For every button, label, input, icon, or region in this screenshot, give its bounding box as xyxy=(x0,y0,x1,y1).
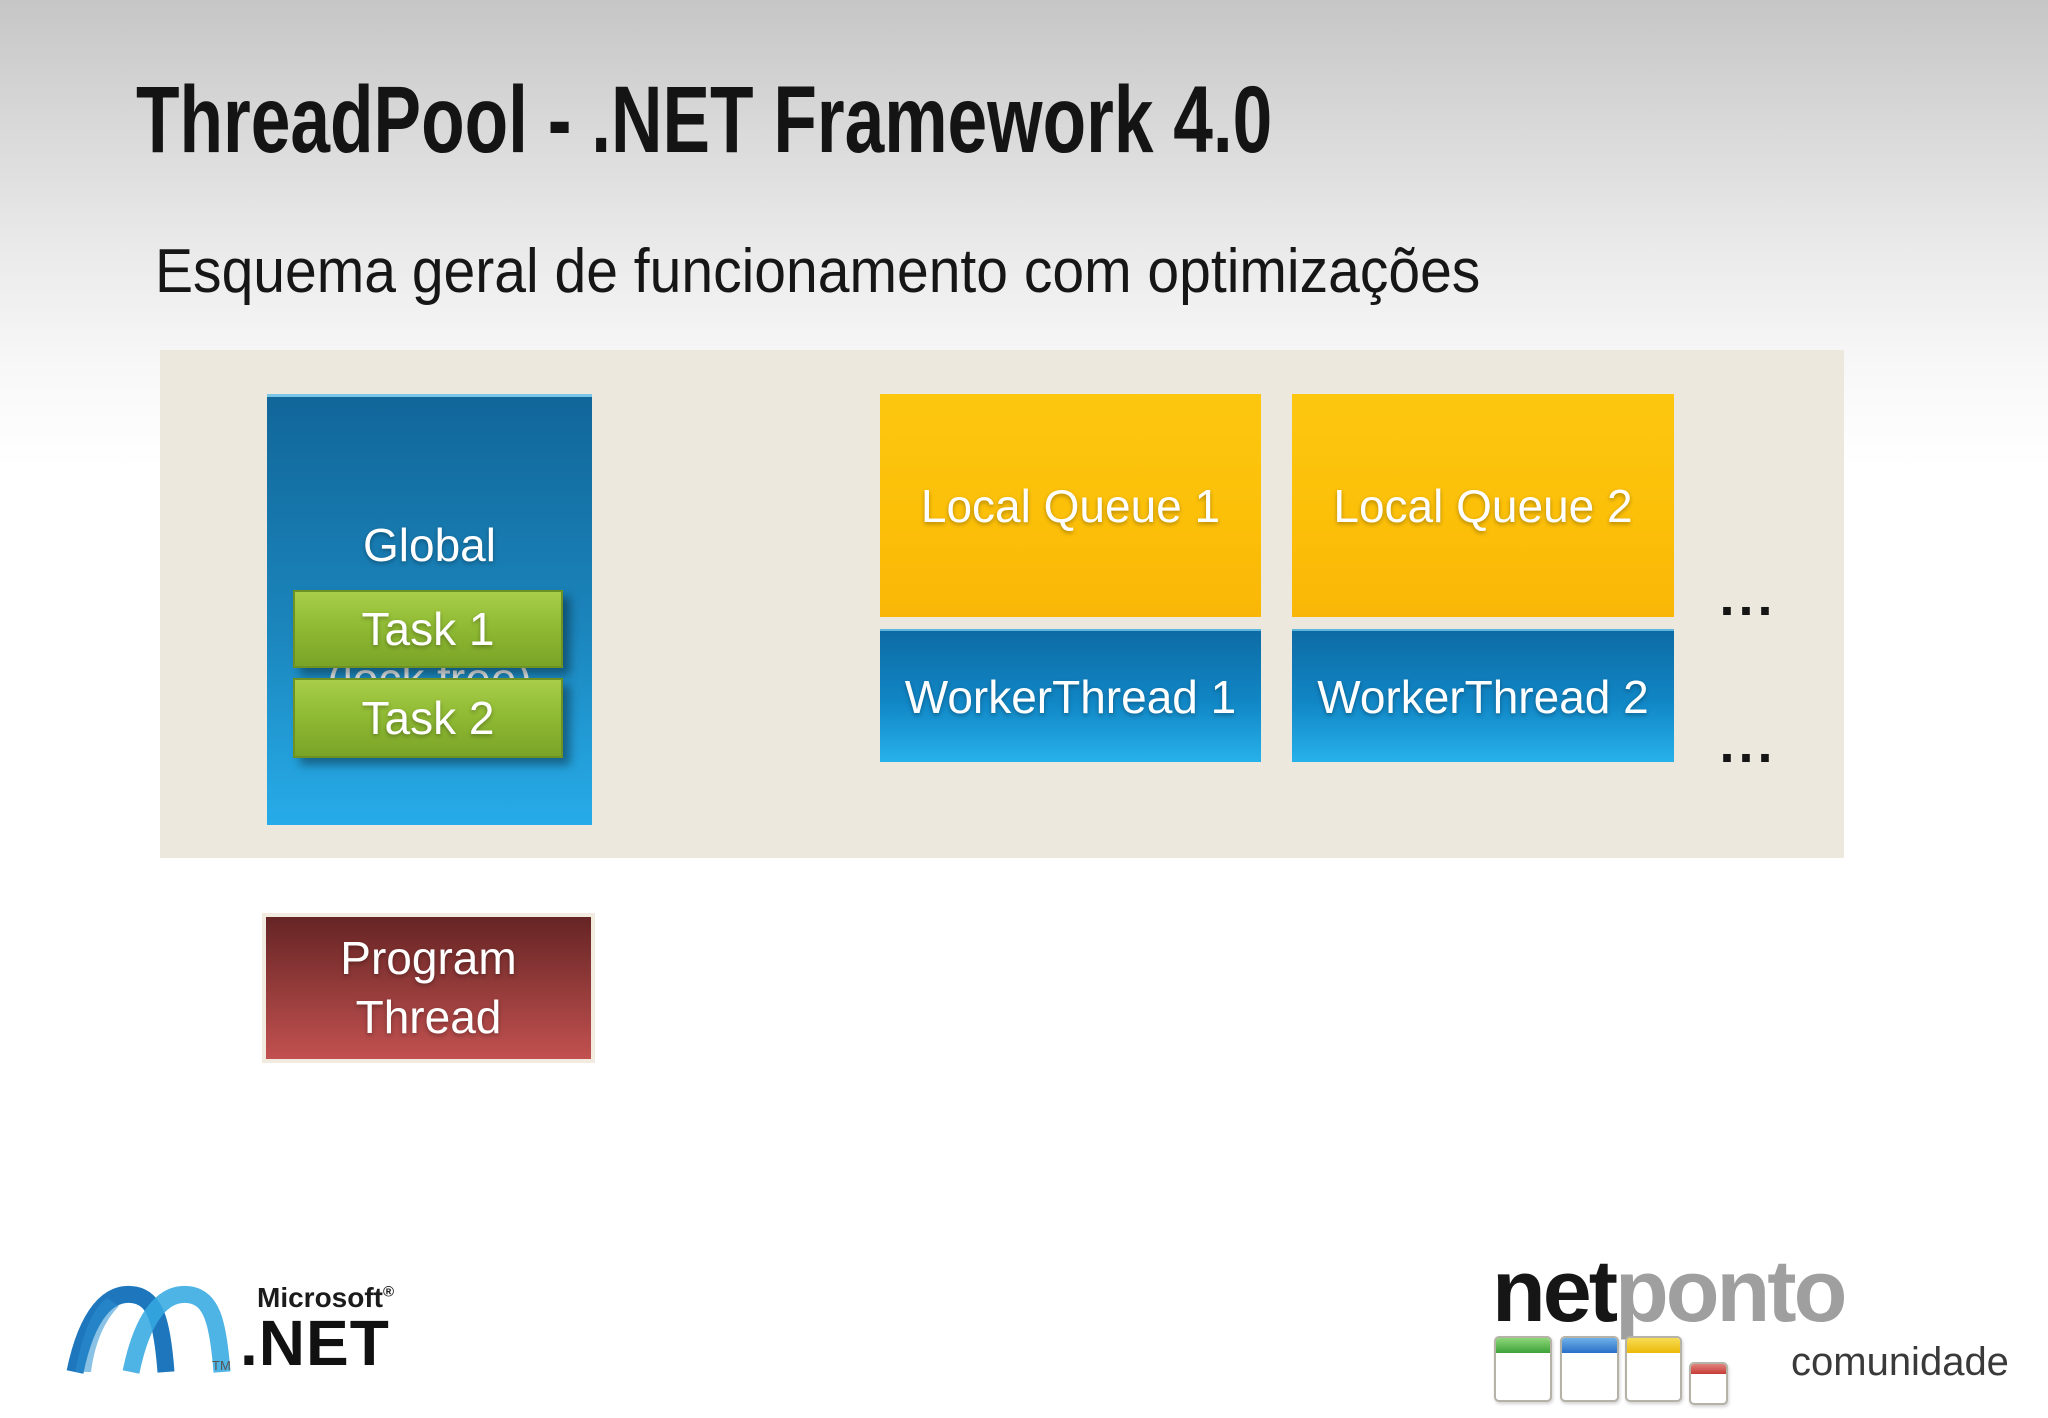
netponto-net-text: net xyxy=(1492,1241,1618,1340)
microsoft-brand-text: Microsoft xyxy=(257,1282,383,1313)
local-queue-2-box: Local Queue 2 xyxy=(1292,394,1674,617)
worker-thread-2-box: WorkerThread 2 xyxy=(1292,629,1674,762)
registered-mark: ® xyxy=(383,1283,395,1301)
slide-title: ThreadPool - .NET Framework 4.0 xyxy=(136,66,1651,175)
task-1-box: Task 1 xyxy=(293,590,563,668)
netponto-ponto-text: ponto xyxy=(1615,1241,1847,1340)
window-icon-yellow xyxy=(1625,1336,1682,1402)
window-icon-red xyxy=(1689,1362,1728,1405)
microsoft-dotnet-logo: Microsoft® .NET TM xyxy=(60,1240,420,1410)
dotnet-swoosh-icon xyxy=(66,1285,231,1374)
task-1-label: Task 1 xyxy=(361,603,495,655)
slide-title-text: ThreadPool - .NET Framework 4.0 xyxy=(136,67,1273,173)
worker-thread-1-box: WorkerThread 1 xyxy=(880,629,1261,762)
more-workers-ellipsis: ... xyxy=(1719,714,1777,774)
window-icon-red-titlebar xyxy=(1691,1364,1726,1374)
more-queues-ellipsis: ... xyxy=(1719,567,1777,627)
program-thread-label-line1: Program xyxy=(340,932,517,985)
netponto-wordmark: netponto xyxy=(1492,1247,1847,1335)
window-icon-blue-titlebar xyxy=(1562,1338,1617,1353)
task-2-box: Task 2 xyxy=(293,678,563,758)
window-icon-yellow-titlebar xyxy=(1627,1338,1680,1353)
dotnet-wordmark: .NET xyxy=(240,1307,390,1379)
worker-thread-2-label: WorkerThread 2 xyxy=(1317,670,1649,723)
slide-subtitle-text: Esquema geral de funcionamento com optim… xyxy=(155,237,1481,306)
window-icon-green-titlebar xyxy=(1496,1338,1550,1353)
trademark-mark: TM xyxy=(212,1358,231,1373)
microsoft-wordmark: Microsoft® xyxy=(257,1282,394,1314)
global-queue-label: Global xyxy=(363,519,496,571)
netponto-tagline: comunidade xyxy=(1791,1340,2009,1384)
program-thread-label: Program Thread xyxy=(340,929,516,1047)
local-queue-1-label: Local Queue 1 xyxy=(920,479,1221,532)
window-icon-green xyxy=(1494,1336,1552,1402)
task-2-label: Task 2 xyxy=(361,692,495,744)
slide-subtitle: Esquema geral de funcionamento com optim… xyxy=(155,236,1596,307)
program-thread-label-line2: Thread xyxy=(355,991,502,1043)
local-queue-2-label: Local Queue 2 xyxy=(1333,479,1633,532)
program-thread-box: Program Thread xyxy=(262,913,595,1063)
window-icon-blue xyxy=(1560,1336,1619,1402)
worker-thread-1-label: WorkerThread 1 xyxy=(904,670,1237,723)
local-queue-1-box: Local Queue 1 xyxy=(880,394,1261,617)
